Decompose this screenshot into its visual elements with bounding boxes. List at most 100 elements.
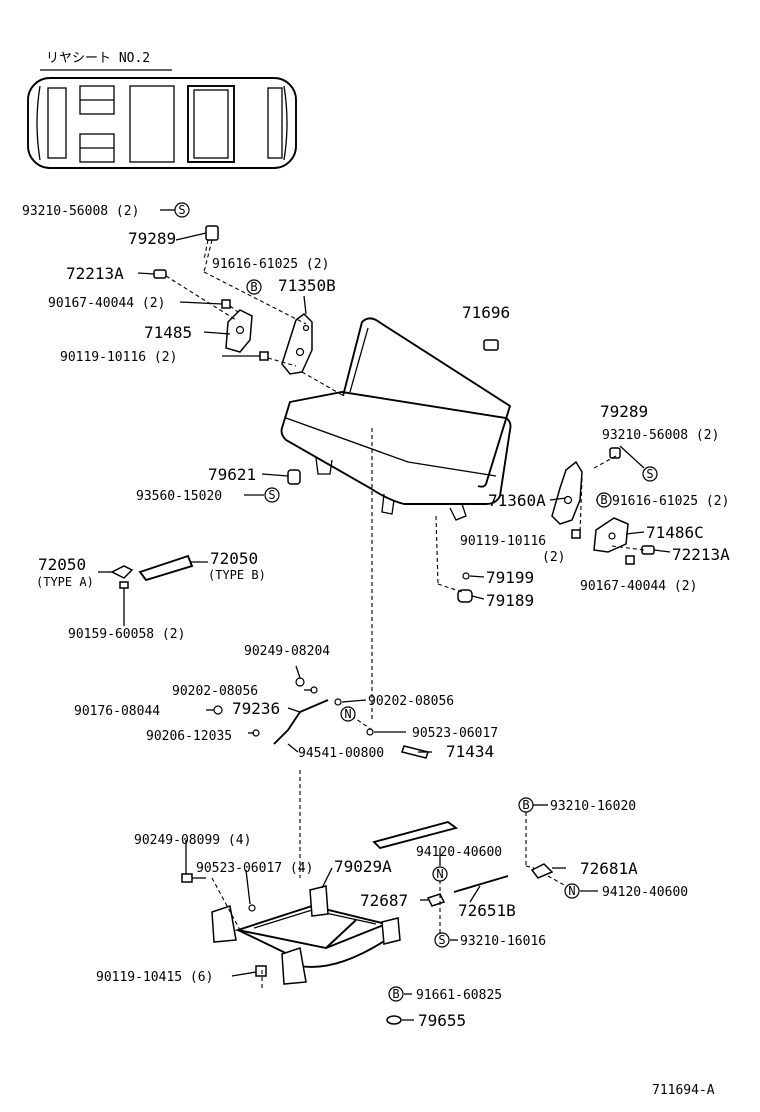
svg-text:B: B	[522, 798, 529, 812]
svg-text:B: B	[250, 280, 257, 294]
label-72050-b: 72050	[210, 549, 258, 568]
bolt-90167-left	[221, 299, 231, 309]
label-90159-60058: 90159-60058 (2)	[68, 627, 185, 642]
lock-79621	[287, 469, 301, 485]
label-90167-40044-left: 90167-40044 (2)	[48, 296, 165, 311]
svg-text:B: B	[600, 493, 607, 507]
label-72213A-right: 72213A	[672, 545, 730, 564]
label-71434: 71434	[446, 742, 494, 761]
label-72050-a-type: (TYPE A)	[36, 575, 94, 589]
bolt-90167-right	[625, 555, 635, 565]
clip-71696	[483, 339, 499, 351]
label-93210-16020: 93210-16020	[550, 799, 636, 814]
marker-s-93210-56008-left: S	[174, 202, 190, 218]
svg-text:S: S	[438, 933, 445, 947]
cover-79289-right	[609, 447, 621, 459]
label-72050-a: 72050	[38, 555, 86, 574]
clip-79655	[386, 1015, 402, 1025]
label-71350B: 71350B	[278, 276, 336, 295]
label-90249-08099: 90249-08099 (4)	[134, 833, 251, 848]
label-91616-61025-right: 91616-61025 (2)	[612, 494, 729, 509]
link-72681A	[530, 863, 554, 879]
svg-text:N: N	[568, 884, 575, 898]
label-93210-16016: 93210-16016	[460, 934, 546, 949]
label-90119-10116-right-qty: (2)	[542, 550, 565, 565]
label-79029A: 79029A	[334, 857, 392, 876]
svg-text:S: S	[268, 488, 275, 502]
diagram-code: 711694-A	[652, 1083, 715, 1098]
clip-79199	[462, 572, 470, 580]
marker-s-93210-16016: S	[434, 932, 450, 948]
washer-90523-4	[248, 904, 256, 912]
marker-b-91616-right: B	[596, 492, 612, 508]
marker-n-94120-top: N	[432, 866, 448, 882]
label-90119-10415: 90119-10415 (6)	[96, 970, 213, 985]
cable-94120	[372, 820, 459, 850]
label-90206-12035: 90206-12035	[146, 729, 232, 744]
label-79189: 79189	[486, 591, 534, 610]
marker-b-91616-left: B	[246, 279, 262, 295]
label-93560-15020: 93560-15020	[136, 489, 222, 504]
svg-text:S: S	[646, 467, 653, 481]
lever-79236	[213, 677, 429, 759]
label-90119-10116-right: 90119-10116	[460, 534, 546, 549]
anchor-72050	[110, 554, 194, 600]
label-79289-left: 79289	[128, 229, 176, 248]
label-79236: 79236	[232, 699, 280, 718]
label-90523-06017-4: 90523-06017 (4)	[196, 861, 313, 876]
label-72681A: 72681A	[580, 859, 638, 878]
label-90167-40044-right: 90167-40044 (2)	[580, 579, 697, 594]
label-90523-06017: 90523-06017	[412, 726, 498, 741]
cap-72213A-right	[641, 545, 655, 555]
link-72687	[426, 893, 446, 907]
label-90202-08056-right: 90202-08056	[368, 694, 454, 709]
label-79621: 79621	[208, 465, 256, 484]
marker-b-93210-16020: B	[518, 797, 534, 813]
marker-b-91661: B	[388, 986, 404, 1002]
label-72651B: 72651B	[458, 901, 516, 920]
label-90176-08044: 90176-08044	[74, 704, 160, 719]
label-91616-61025-left: 91616-61025 (2)	[212, 257, 329, 272]
label-72050-b-type: (TYPE B)	[208, 568, 266, 582]
cover-79289-left	[205, 225, 219, 241]
rod-72651B	[453, 875, 509, 893]
bolt-90119-10415	[255, 965, 267, 977]
label-90202-08056-left: 90202-08056	[172, 684, 258, 699]
label-71485: 71485	[144, 323, 192, 342]
svg-text:N: N	[344, 707, 351, 721]
vehicle-layout-icon	[27, 77, 297, 169]
rear-seat-cushion	[280, 317, 512, 521]
svg-text:B: B	[392, 987, 399, 1001]
label-71360A: 71360A	[488, 491, 546, 510]
marker-n-94120-right: N	[564, 883, 580, 899]
seat-hinge-left	[225, 309, 313, 375]
label-71486C: 71486C	[646, 523, 704, 542]
label-91661-60825: 91661-60825	[416, 988, 502, 1003]
label-79199: 79199	[486, 568, 534, 587]
label-94120-40600-right: 94120-40600	[602, 885, 688, 900]
svg-text:S: S	[178, 203, 185, 217]
header-title: リヤシート NO.2	[46, 51, 150, 66]
marker-s-93210-56008-right: S	[642, 466, 658, 482]
seat-hinge-right	[551, 460, 629, 553]
label-94541-00800: 94541-00800	[298, 746, 384, 761]
label-72687: 72687	[360, 891, 408, 910]
bolt-90249-08099	[181, 873, 206, 883]
label-79655: 79655	[418, 1011, 466, 1030]
label-71696: 71696	[462, 303, 510, 322]
label-79289-right: 79289	[600, 402, 648, 421]
label-90119-10116-left: 90119-10116 (2)	[60, 350, 177, 365]
label-72213A-left: 72213A	[66, 264, 124, 283]
marker-n-94541: N	[340, 706, 356, 722]
bolt-90119-left	[259, 351, 269, 361]
label-93210-56008-left: 93210-56008 (2)	[22, 204, 139, 219]
label-94120-40600-top: 94120-40600	[416, 845, 502, 860]
svg-text:N: N	[436, 867, 443, 881]
marker-s-93560: S	[264, 487, 280, 503]
cap-72213A-left	[153, 269, 167, 279]
seat-frame-79029A	[211, 885, 401, 985]
label-93210-56008-right: 93210-56008 (2)	[602, 428, 719, 443]
bolt-90119-right	[571, 529, 581, 539]
leader-lines	[165, 239, 645, 990]
